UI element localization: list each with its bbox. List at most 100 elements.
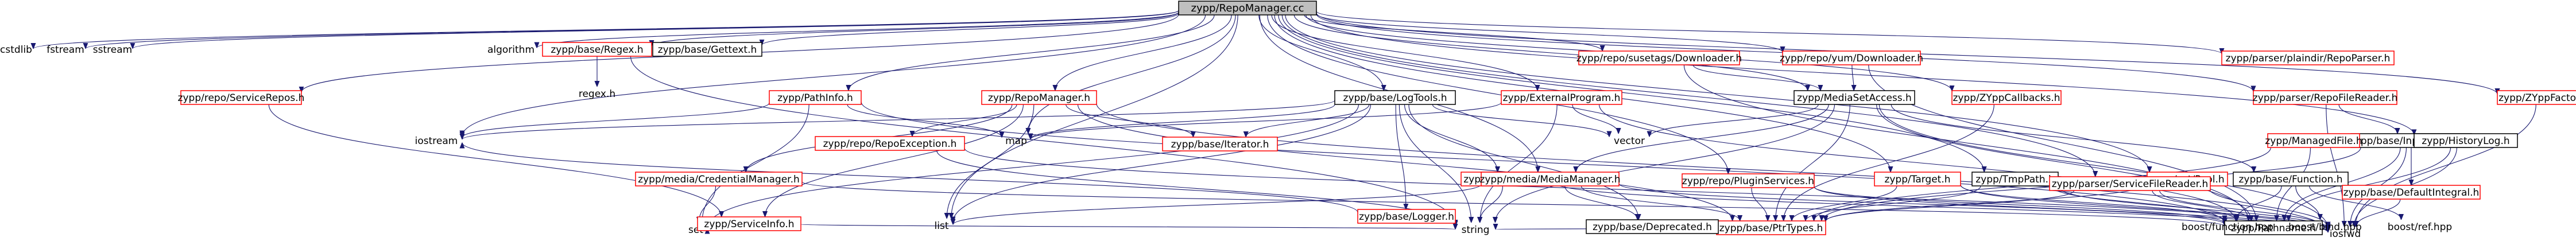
node-yumdownloader[interactable]: zypp/repo/yum/Downloader.h <box>1780 50 1923 65</box>
node-box <box>2414 133 2518 148</box>
edge-repomanager-to-serviceinfo <box>765 104 1024 217</box>
node-label: zypp/base/Logger.h <box>1359 211 1454 223</box>
node-label: zypp/media/MediaManager.h <box>1479 174 1620 185</box>
node-mediamanager[interactable]: zypp/media/MediaManager.h <box>1479 172 1621 186</box>
node-servicerepos[interactable]: zypp/repo/ServiceRepos.h <box>178 90 305 105</box>
edge-pathinfo-to-pathname <box>861 102 2225 223</box>
node-label: iosfwd <box>2330 228 2361 240</box>
node-box <box>1357 209 1456 224</box>
node-tmppath[interactable]: zypp/TmpPath.h <box>1971 172 2059 186</box>
node-label: boost/bind.hpp <box>2288 221 2362 233</box>
node-function[interactable]: zypp/base/Function.h <box>2233 172 2349 186</box>
node-box <box>2497 90 2576 105</box>
node-box <box>2049 176 2211 191</box>
node-defaultintegral[interactable]: zypp/base/DefaultIntegral.h <box>2342 185 2481 200</box>
node-regex_h[interactable]: zypp/base/Regex.h <box>542 42 652 57</box>
node-label: zypp/base/LogTools.h <box>1343 92 1447 104</box>
node-boostfunction: boost/function.hpp <box>2182 221 2273 233</box>
edge-logtools-to-list <box>953 104 1372 222</box>
node-plaindir[interactable]: zypp/parser/plaindir/RepoParser.h <box>2221 50 2395 65</box>
node-externalprogram[interactable]: zypp/ExternalProgram.h <box>1501 90 1622 105</box>
node-box <box>697 216 801 231</box>
node-box <box>1586 219 1719 234</box>
node-label: boost/ref.hpp <box>2388 221 2452 233</box>
edge-tmppath-to-ptrtypes <box>1806 185 1981 221</box>
edge-pathinfo-to-map <box>847 104 1002 138</box>
node-box <box>769 90 862 105</box>
edge-root-to-algorithm <box>537 11 1179 48</box>
edge-logtools-to-hash <box>1404 104 1497 172</box>
edge-root-to-logtools <box>1258 14 1384 91</box>
edge-historylog-to-pathname <box>2288 147 2451 221</box>
edge-logtools-to-deprecated <box>1408 104 1638 220</box>
edge-logtools-to-iostream <box>462 100 1335 140</box>
node-logger[interactable]: zypp/base/Logger.h <box>1357 209 1456 224</box>
node-box <box>635 172 803 186</box>
node-label: zypp/parser/plaindir/RepoParser.h <box>2226 53 2391 64</box>
node-label: string <box>1462 224 1490 236</box>
node-mediasetaccess[interactable]: zypp/MediaSetAccess.h <box>1793 90 1915 105</box>
edge-zyppfactory-to-iosfwd <box>2356 104 2536 227</box>
node-iterator[interactable]: zypp/base/Iterator.h <box>1162 137 1278 151</box>
node-box <box>1971 172 2059 186</box>
node-servicefilereader[interactable]: zypp/parser/ServiceFileReader.h <box>2049 176 2211 191</box>
edge-logtools-to-string <box>1399 104 1471 223</box>
node-repofilereader[interactable]: zypp/parser/RepoFileReader.h <box>2253 90 2397 105</box>
edge-function-to-boostbind <box>2295 185 2321 220</box>
node-label: fstream <box>47 44 84 56</box>
node-label: zypp/base/DefaultIntegral.h <box>2343 187 2480 199</box>
node-map: map <box>1005 135 1027 147</box>
node-credentialmanager[interactable]: zypp/media/CredentialManager.h <box>635 172 803 186</box>
edge-logtools-to-vector <box>1432 104 1609 137</box>
node-boostref: boost/ref.hpp <box>2388 221 2452 233</box>
node-label: zypp/HistoryLog.h <box>2422 135 2509 147</box>
node-gettext[interactable]: zypp/base/Gettext.h <box>652 42 762 57</box>
node-serviceinfo[interactable]: zypp/ServiceInfo.h <box>697 216 801 231</box>
edge-root-to-pluginservices <box>1267 14 1728 174</box>
node-label: zypp/ServiceInfo.h <box>704 219 794 230</box>
node-label: zypp/repo/ServiceRepos.h <box>178 92 305 104</box>
node-label: zypp/base/Iterator.h <box>1171 139 1269 150</box>
node-box <box>2233 172 2349 186</box>
edge-logtools-to-logger <box>1395 104 1406 209</box>
node-iosfwd: iosfwd <box>2330 228 2361 240</box>
edge-servicefilereader-to-ptrtypes <box>1826 190 2075 221</box>
edge-mediasetaccess-to-vector <box>1649 104 1819 137</box>
edge-function-to-boostref <box>2308 185 2401 220</box>
node-target[interactable]: zypp/Target.h <box>1874 172 1961 186</box>
node-box <box>1178 1 1317 15</box>
node-label: zypp/base/PtrTypes.h <box>1719 223 1823 234</box>
node-pluginservices[interactable]: zypp/repo/PluginServices.h <box>1682 173 1815 188</box>
edge-root-to-repomanager <box>1055 14 1232 91</box>
node-zyppcallbacks[interactable]: zypp/ZYppCallbacks.h <box>1951 90 2062 105</box>
edge-mediasetaccess-to-function <box>1891 104 2254 172</box>
node-box <box>2267 133 2360 148</box>
node-pathinfo[interactable]: zypp/PathInfo.h <box>769 90 862 105</box>
node-repoexception[interactable]: zypp/repo/RepoException.h <box>815 136 965 151</box>
node-deprecated[interactable]: zypp/base/Deprecated.h <box>1586 219 1719 234</box>
node-susetags[interactable]: zypp/repo/susetags/Downloader.h <box>1576 50 1742 65</box>
node-managedfile[interactable]: zypp/ManagedFile.h <box>2265 133 2362 148</box>
edge-yumdownloader-to-mediasetaccess <box>1852 64 1854 91</box>
node-box <box>180 90 302 105</box>
node-label: zypp/media/CredentialManager.h <box>638 174 800 185</box>
edge-mediasetaccess-to-iosfwd <box>1878 104 2328 229</box>
node-logtools[interactable]: zypp/base/LogTools.h <box>1334 90 1456 105</box>
node-list: list <box>935 220 949 232</box>
edge-externalprogram-to-vector <box>1572 104 1618 134</box>
node-label: vector <box>1614 135 1645 147</box>
node-historylog[interactable]: zypp/HistoryLog.h <box>2414 133 2518 148</box>
edge-servicerepos-to-serviceinfo <box>268 104 721 217</box>
edge-mediamanager-to-pathname <box>1618 183 2225 225</box>
edge-mediasetaccess-to-mediamanager <box>1576 104 1829 172</box>
edge-root-to-regex_h <box>652 12 1179 46</box>
node-root: zypp/RepoManager.cc <box>1178 1 1317 15</box>
node-box <box>2342 185 2481 200</box>
node-label: zypp/ExternalProgram.h <box>1503 92 1621 104</box>
edge-root-to-servicefilereader <box>1281 14 2095 177</box>
node-repomanager[interactable]: zypp/RepoManager.h <box>981 90 1097 105</box>
node-pathname[interactable]: zypp/Pathname.h <box>2224 220 2323 235</box>
node-zyppfactory[interactable]: zypp/ZYppFactory.h <box>2497 90 2576 105</box>
node-ptrtypes[interactable]: zypp/base/PtrTypes.h <box>1716 220 1826 235</box>
node-fstream: fstream <box>47 44 84 56</box>
